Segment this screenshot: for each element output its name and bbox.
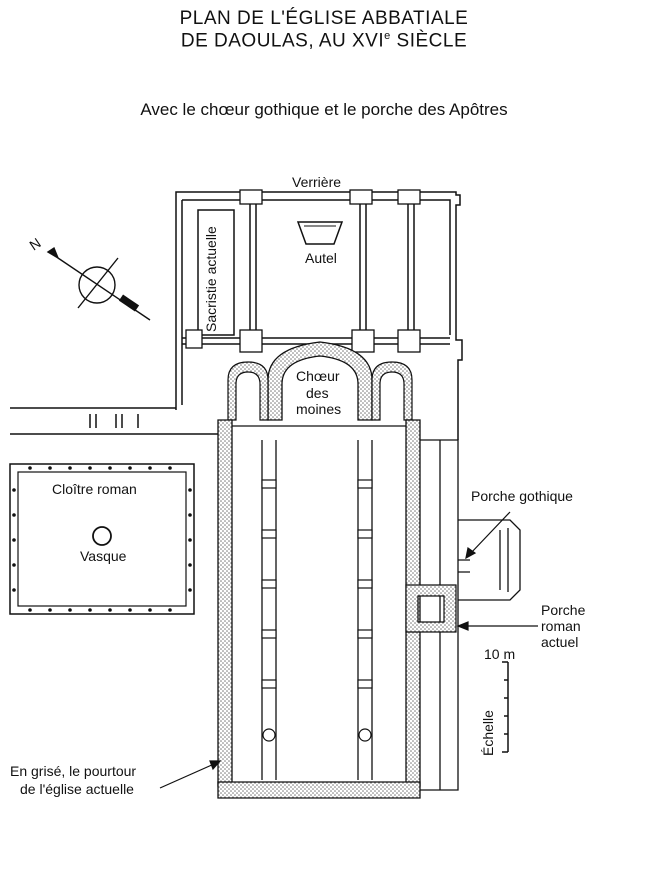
porche-gothique-arrow bbox=[469, 511, 511, 555]
label-legend-1: En grisé, le pourtour bbox=[10, 763, 137, 779]
title-line-1: PLAN DE L'ÉGLISE ABBATIALE bbox=[179, 8, 469, 29]
label-choeur-3: moines bbox=[296, 401, 342, 417]
label-scale-value: 10 m bbox=[484, 646, 516, 662]
label-choeur-2: des bbox=[306, 385, 329, 401]
title-line-2-sup: e bbox=[384, 30, 391, 42]
cloister-columns bbox=[12, 466, 192, 612]
cloister-inner bbox=[17, 471, 187, 607]
label-porche-roman-1: Porche bbox=[541, 602, 586, 618]
label-porche-roman-3: actuel bbox=[541, 634, 579, 650]
label-vasque: Vasque bbox=[80, 548, 127, 564]
label-scale: Échelle bbox=[480, 710, 496, 756]
cloister-outer bbox=[9, 463, 195, 615]
altar-icon bbox=[296, 221, 344, 245]
roman-porch bbox=[405, 584, 457, 633]
title-line-2-main: DE DAOULAS, AU XVI bbox=[180, 30, 385, 52]
label-choeur-1: Chœur bbox=[296, 368, 340, 384]
north-chapel-apse bbox=[227, 361, 269, 421]
gothic-porch bbox=[458, 519, 521, 601]
label-autel: Autel bbox=[305, 250, 337, 266]
label-verriere: Verrière bbox=[292, 174, 342, 190]
title-line-2-end: SIÈCLE bbox=[390, 30, 468, 52]
vasque-circle bbox=[92, 526, 112, 546]
label-porche-gothique: Porche gothique bbox=[471, 488, 573, 504]
label-porche-roman-2: roman bbox=[541, 618, 581, 634]
chevet-inner bbox=[182, 199, 451, 335]
nave-north-wall bbox=[217, 419, 233, 787]
north-gallery-wall bbox=[10, 407, 225, 435]
label-legend-2: de l'église actuelle bbox=[20, 781, 134, 797]
label-cloitre: Cloître roman bbox=[52, 481, 137, 497]
nave-piers bbox=[261, 479, 373, 742]
label-sacristie: Sacristie actuelle bbox=[203, 226, 219, 332]
title-line-2: DE DAOULAS, AU XVIe SIÈCLE bbox=[0, 30, 648, 52]
subtitle: Avec le chœur gothique et le porche des … bbox=[140, 100, 508, 119]
south-chapel-apse bbox=[371, 361, 413, 421]
sacristy-room bbox=[197, 209, 235, 336]
scale-bar bbox=[502, 661, 509, 753]
legend-arrow bbox=[159, 763, 215, 789]
west-facade bbox=[217, 781, 421, 799]
compass-icon bbox=[46, 246, 151, 321]
